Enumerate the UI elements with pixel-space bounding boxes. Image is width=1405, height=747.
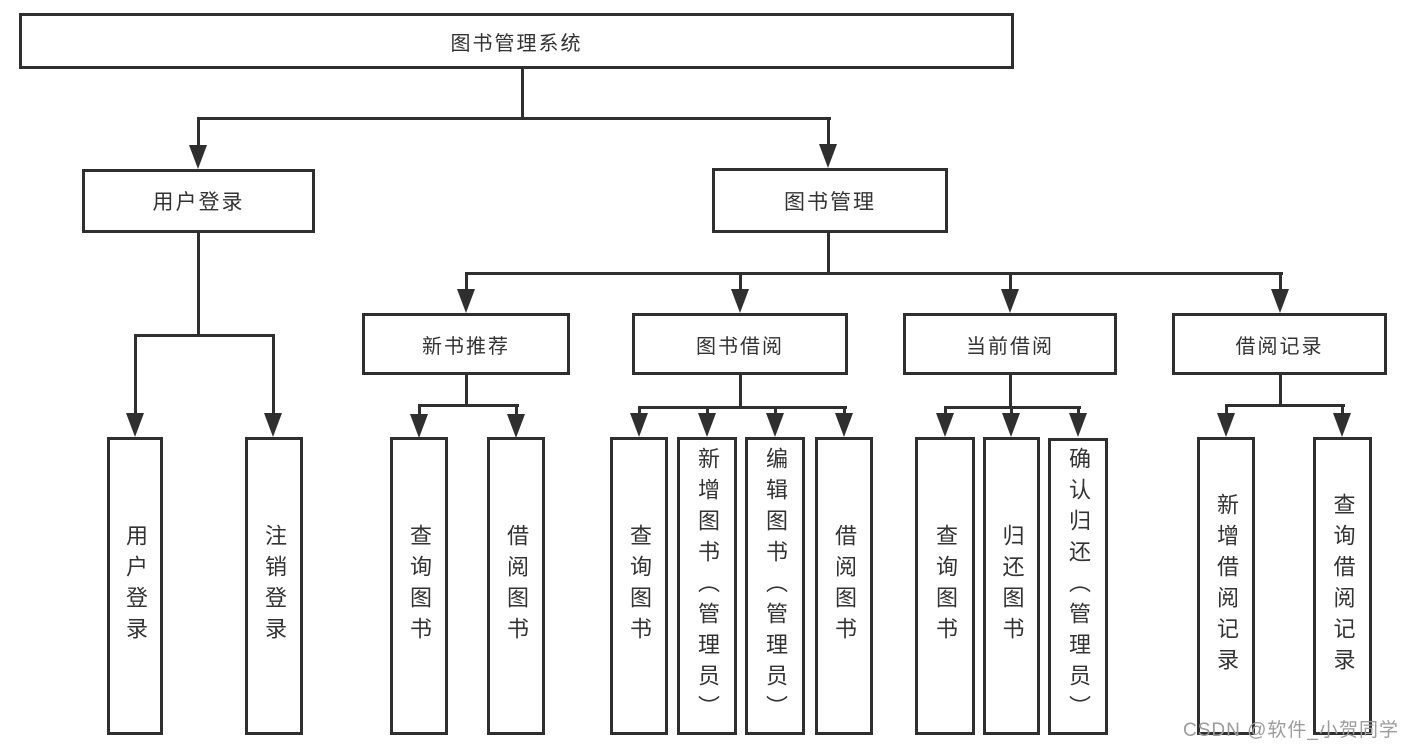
leaf-bb-query-books-label: 查询图书 bbox=[627, 524, 652, 648]
leaf-cb-return-books-label: 归还图书 bbox=[999, 524, 1025, 648]
node-book-borrow-label: 图书借阅 bbox=[696, 335, 784, 358]
arrow-down-icon bbox=[126, 413, 144, 437]
leaf-bb-query-books: 查询图书 bbox=[610, 437, 668, 735]
connector-line bbox=[1341, 404, 1344, 418]
connector-line bbox=[418, 404, 421, 418]
connector-line bbox=[1077, 406, 1080, 418]
connector-line bbox=[465, 373, 468, 406]
leaf-bb-add-books-label: 新增图书（管理员） bbox=[695, 446, 720, 726]
leaf-rec-query-books: 查询图书 bbox=[390, 437, 448, 735]
arrow-down-icon bbox=[698, 413, 716, 437]
leaf-bb-edit-books-label: 编辑图书（管理员） bbox=[763, 446, 788, 726]
connector-line bbox=[465, 272, 468, 293]
node-book-mgmt-label: 图书管理 bbox=[784, 190, 876, 214]
arrow-down-icon bbox=[1002, 413, 1020, 437]
connector-line bbox=[521, 67, 524, 118]
arrow-down-icon bbox=[835, 413, 853, 437]
node-new-book-rec: 新书推荐 bbox=[362, 313, 570, 375]
leaf-logout-label: 注销登录 bbox=[262, 524, 287, 648]
connector-line bbox=[774, 406, 777, 418]
connector-line bbox=[134, 336, 137, 417]
connector-line bbox=[197, 117, 200, 151]
arrow-down-icon bbox=[766, 413, 784, 437]
leaf-rec-borrow-books-label: 借阅图书 bbox=[504, 524, 529, 648]
node-current-borrow-label: 当前借阅 bbox=[966, 335, 1054, 358]
node-book-borrow: 图书借阅 bbox=[632, 313, 848, 375]
connector-line bbox=[1279, 373, 1282, 406]
node-user-login: 用户登录 bbox=[82, 169, 315, 233]
leaf-cb-confirm-return-label: 确认归还（管理员） bbox=[1066, 447, 1091, 726]
leaf-cb-return-books: 归还图书 bbox=[983, 437, 1040, 735]
arrow-down-icon bbox=[1217, 413, 1235, 437]
arrow-down-icon bbox=[1333, 413, 1351, 437]
connector-line bbox=[1009, 272, 1012, 293]
connector-line bbox=[827, 117, 830, 150]
connector-line bbox=[197, 233, 200, 336]
leaf-br-query-record-label: 查询借阅记录 bbox=[1330, 493, 1356, 679]
connector-line bbox=[706, 406, 709, 418]
arrow-down-icon bbox=[507, 414, 525, 438]
watermark: CSDN @软件_小贺同学 bbox=[1183, 720, 1399, 741]
node-new-book-rec-label: 新书推荐 bbox=[422, 335, 510, 358]
leaf-cb-query-books-label: 查询图书 bbox=[933, 524, 958, 648]
node-book-mgmt: 图书管理 bbox=[712, 168, 948, 233]
connector-line bbox=[739, 373, 742, 409]
leaf-rec-query-books-label: 查询图书 bbox=[407, 524, 432, 648]
leaf-logout: 注销登录 bbox=[245, 437, 303, 735]
connector-line bbox=[1225, 404, 1345, 407]
arrow-down-icon bbox=[630, 413, 648, 437]
leaf-rec-borrow-books: 借阅图书 bbox=[487, 437, 545, 735]
leaf-cb-query-books: 查询图书 bbox=[915, 437, 975, 735]
arrow-down-icon bbox=[457, 289, 475, 313]
leaf-br-query-record: 查询借阅记录 bbox=[1313, 437, 1372, 735]
connector-line bbox=[1010, 406, 1013, 418]
connector-line bbox=[197, 117, 831, 120]
connector-line bbox=[465, 272, 1283, 275]
leaf-user-login: 用户登录 bbox=[107, 437, 163, 735]
arrow-down-icon bbox=[264, 413, 282, 437]
arrow-down-icon bbox=[731, 289, 749, 313]
arrow-down-icon bbox=[936, 413, 954, 437]
arrow-down-icon bbox=[1069, 413, 1087, 437]
node-root: 图书管理系统 bbox=[19, 13, 1014, 69]
node-current-borrow: 当前借阅 bbox=[903, 313, 1117, 375]
arrow-down-icon bbox=[819, 144, 837, 168]
leaf-user-login-label: 用户登录 bbox=[123, 524, 148, 648]
connector-line bbox=[843, 406, 846, 418]
connector-line bbox=[515, 404, 518, 418]
leaf-bb-borrow-books: 借阅图书 bbox=[815, 437, 873, 735]
node-borrow-records: 借阅记录 bbox=[1172, 313, 1387, 375]
connector-line bbox=[827, 233, 830, 274]
node-root-label: 图书管理系统 bbox=[450, 32, 583, 55]
node-user-login-label: 用户登录 bbox=[152, 191, 245, 214]
leaf-bb-edit-books: 编辑图书（管理员） bbox=[745, 437, 805, 735]
leaf-cb-confirm-return: 确认归还（管理员） bbox=[1048, 438, 1108, 735]
arrow-down-icon bbox=[410, 414, 428, 438]
connector-line bbox=[1225, 404, 1228, 418]
node-borrow-records-label: 借阅记录 bbox=[1235, 335, 1324, 358]
connector-line bbox=[272, 336, 275, 417]
connector-line bbox=[739, 272, 742, 293]
connector-line bbox=[638, 406, 641, 418]
connector-line bbox=[944, 406, 947, 418]
arrow-down-icon bbox=[1271, 289, 1289, 313]
leaf-bb-add-books: 新增图书（管理员） bbox=[677, 437, 737, 735]
connector-line bbox=[134, 334, 275, 337]
leaf-br-add-record: 新增借阅记录 bbox=[1197, 437, 1255, 735]
leaf-bb-borrow-books-label: 借阅图书 bbox=[832, 524, 857, 648]
arrow-down-icon bbox=[1001, 289, 1019, 313]
leaf-br-add-record-label: 新增借阅记录 bbox=[1214, 493, 1239, 679]
arrow-down-icon bbox=[189, 145, 207, 169]
connector-line bbox=[418, 404, 519, 407]
connector-line bbox=[638, 406, 847, 409]
connector-line bbox=[1009, 373, 1012, 409]
connector-line bbox=[1279, 272, 1282, 293]
